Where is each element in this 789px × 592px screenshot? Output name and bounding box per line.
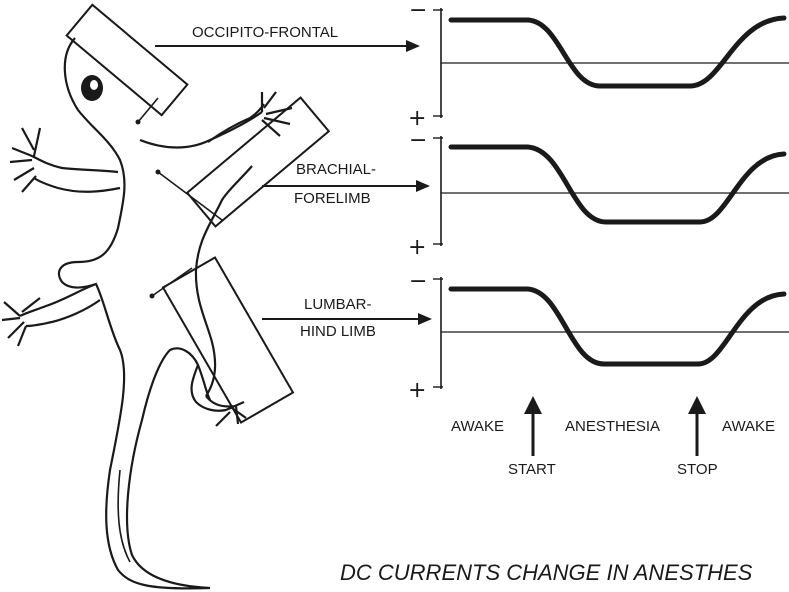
phase-awake-after: AWAKE <box>722 418 775 435</box>
trace-lumbar-panel: − + <box>408 269 789 403</box>
label-lumbar-line1: LUMBAR- <box>304 296 372 313</box>
polarity-plus-brachial: + <box>408 235 426 260</box>
phase-awake-before: AWAKE <box>451 418 504 435</box>
trace-occipito-panel: − + <box>408 0 789 131</box>
polarity-minus-occipito: − <box>409 0 427 23</box>
lizard-illustration <box>2 38 292 588</box>
phase-labels: AWAKE ANESTHESIA AWAKE <box>451 418 775 435</box>
label-brachial-line1: BRACHIAL- <box>296 161 376 178</box>
phase-anesthesia: ANESTHESIA <box>565 418 660 435</box>
label-brachial-line2: FORELIMB <box>294 190 371 207</box>
trace-brachial-panel: − + <box>408 128 789 260</box>
lizard-left-hindlimb <box>2 284 100 346</box>
region-labels: OCCIPITO-FRONTAL BRACHIAL- FORELIMB LUMB… <box>192 24 376 340</box>
electrode-box-occipito <box>67 5 188 115</box>
figure-title: DC CURRENTS CHANGE IN ANESTHES <box>340 560 753 585</box>
label-lumbar-line2: HIND LIMB <box>300 323 376 340</box>
electrode-probes <box>136 98 223 299</box>
event-markers: START STOP <box>508 396 718 478</box>
polarity-plus-lumbar: + <box>408 378 426 403</box>
trace-lumbar <box>451 289 784 364</box>
electrode-boxes <box>67 5 329 423</box>
lizard-right-forelimb <box>208 92 292 142</box>
electrode-box-lumbar <box>163 257 293 422</box>
polarity-minus-lumbar: − <box>409 269 427 294</box>
event-start: START <box>508 461 556 478</box>
lizard-body-outline <box>59 38 262 588</box>
trace-occipito <box>451 18 784 86</box>
polarity-minus-brachial: − <box>409 128 427 153</box>
label-occipito-frontal: OCCIPITO-FRONTAL <box>192 24 338 41</box>
event-stop: STOP <box>677 461 718 478</box>
trace-brachial <box>451 147 784 222</box>
